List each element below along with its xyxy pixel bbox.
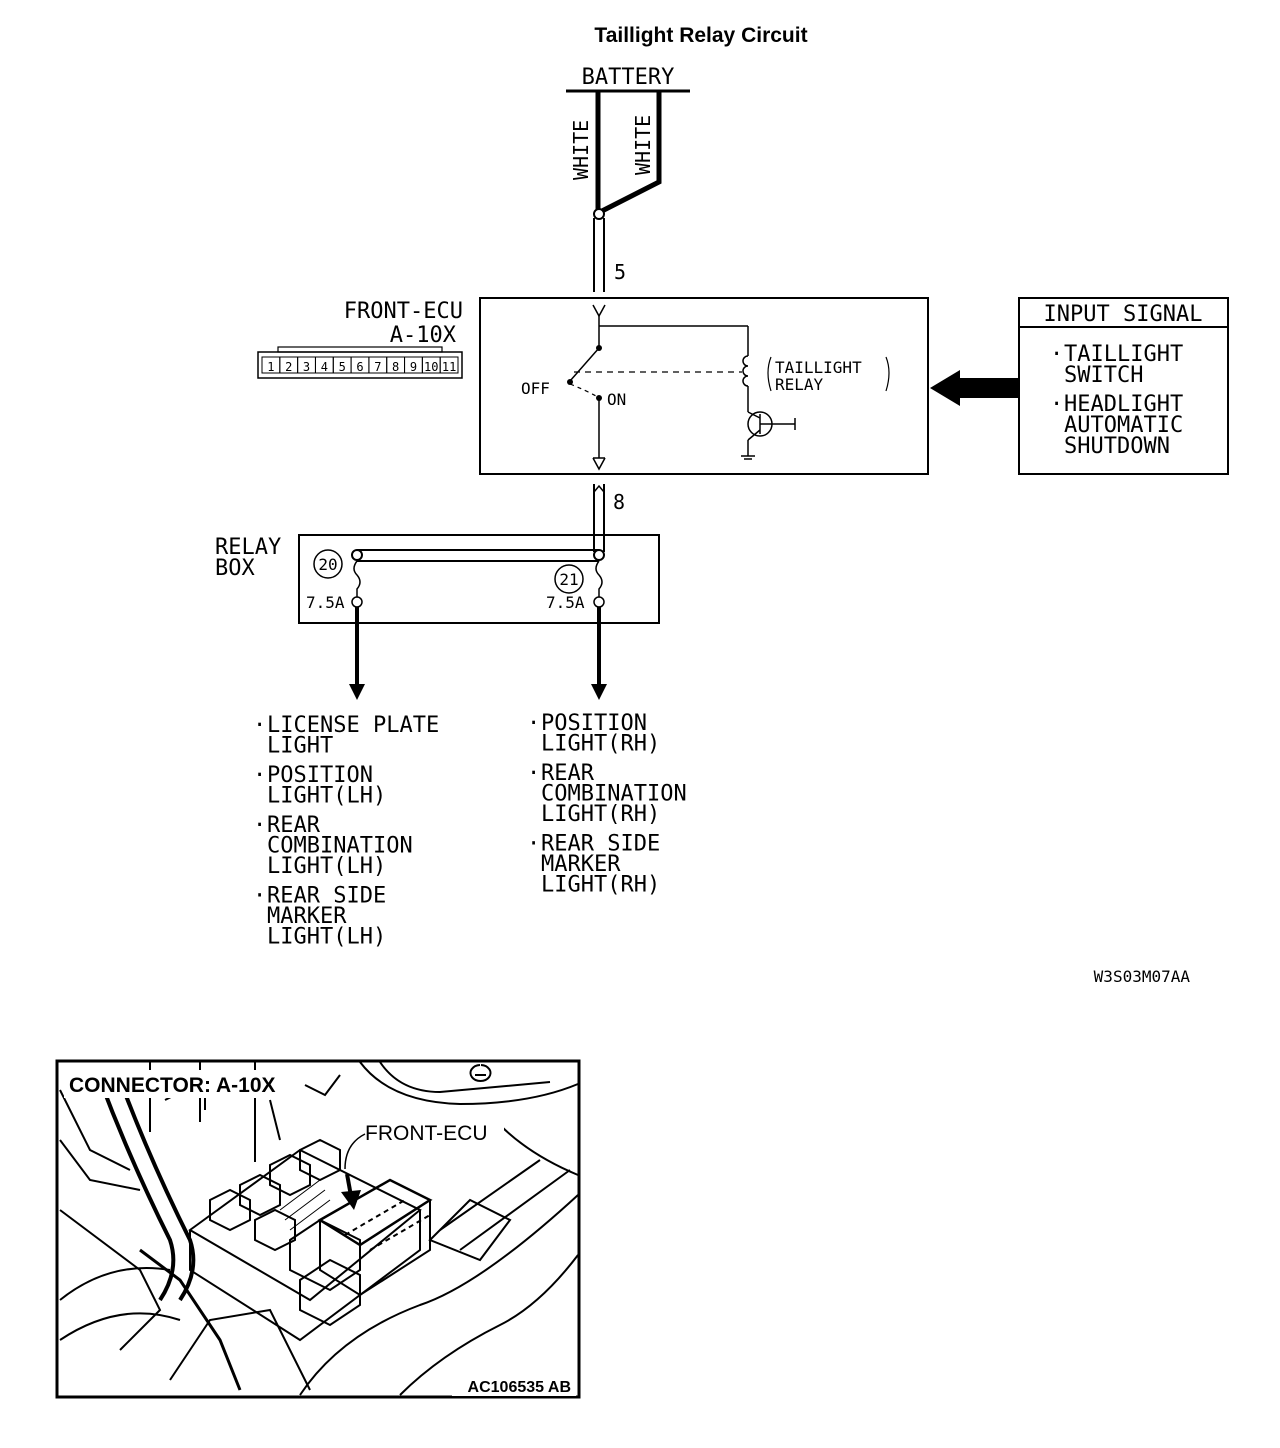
output-item-text: REAR <box>267 813 321 838</box>
input-arrow <box>930 370 1020 406</box>
input-signal-header: INPUT SIGNAL <box>1044 302 1203 327</box>
relay-coil <box>742 355 749 387</box>
photo-callout: FRONT-ECU <box>365 1122 488 1145</box>
wire-color-left: WHITE <box>569 120 593 180</box>
relay-label-line-2: RELAY <box>775 375 824 394</box>
pin-number-8: 8 <box>613 490 625 514</box>
output-item-text: POSITION <box>267 763 373 788</box>
output-item-text: MARKER <box>267 904 347 929</box>
output-item-text: LIGHT(LH) <box>267 784 386 809</box>
diagram-code: W3S03M07AA <box>1094 967 1191 986</box>
output-bullet: · <box>253 713 266 738</box>
connector-pin-number: 7 <box>374 360 381 374</box>
wire-8-group: 8 <box>593 484 625 552</box>
relay-label-line-1: TAILLIGHT <box>775 358 862 377</box>
connector-pin-number: 10 <box>424 360 438 374</box>
output-item-text: COMBINATION <box>267 834 413 859</box>
ecu-name: FRONT-ECU <box>344 299 463 324</box>
switch-on-label: ON <box>607 390 626 409</box>
output-bullet: · <box>253 763 266 788</box>
output-item-text: MARKER <box>541 852 621 877</box>
relay-switch-blade <box>569 347 600 382</box>
output-list-right: ·POSITIONLIGHT(RH)·REARCOMBINATIONLIGHT(… <box>527 711 687 898</box>
pin-number-5: 5 <box>614 260 626 284</box>
connector-pin-cell <box>439 356 459 374</box>
photo-pointer-arrow <box>341 1173 361 1210</box>
connector-pin-number: 11 <box>442 360 456 374</box>
output-bullet: · <box>527 761 540 786</box>
output-bullet: · <box>527 832 540 857</box>
input-signal-text: SWITCH <box>1064 363 1143 388</box>
photo-code: AC106535 AB <box>468 1379 571 1396</box>
output-item-text: LIGHT <box>267 734 333 759</box>
ecu-connector-id: A-10X <box>390 323 457 348</box>
photo-heading: CONNECTOR: A-10X <box>69 1074 276 1097</box>
connector-pin-number: 9 <box>410 360 417 374</box>
output-item-text: LIGHT(RH) <box>541 873 660 898</box>
diagram-title: Taillight Relay Circuit <box>594 24 807 47</box>
connector-photo: CONNECTOR: A-10X FRONT-ECU AC106535 AB <box>55 1059 581 1399</box>
input-signal-text: SHUTDOWN <box>1064 434 1170 459</box>
switch-off-label: OFF <box>521 379 550 398</box>
relay-box-label-1: RELAY <box>215 535 281 560</box>
input-signal-text: TAILLIGHT <box>1064 342 1183 367</box>
output-list-left: ·LICENSE PLATELIGHT·POSITIONLIGHT(LH)·RE… <box>253 713 439 950</box>
connector-pin-number: 2 <box>285 360 292 374</box>
output-item-text: LIGHT(LH) <box>267 854 386 879</box>
output-item-text: POSITION <box>541 711 647 736</box>
input-signal-box: INPUT SIGNAL ·TAILLIGHTSWITCH·HEADLIGHTA… <box>1018 297 1229 475</box>
output-item-text: LIGHT(RH) <box>541 802 660 827</box>
connector-pin-number: 5 <box>339 360 346 374</box>
fuse-21-symbol <box>595 560 603 597</box>
output-item-text: COMBINATION <box>541 782 687 807</box>
output-item-text: LIGHT(RH) <box>541 732 660 757</box>
connector-pin-number: 1 <box>267 360 274 374</box>
input-signal-bullet: · <box>1050 342 1063 367</box>
fuse-21-number: 21 <box>559 570 578 589</box>
relay-box-label-2: BOX <box>215 556 255 581</box>
battery-label: BATTERY <box>582 65 675 90</box>
fuse-20-badge <box>313 549 343 579</box>
input-signal-text: HEADLIGHT <box>1064 392 1183 417</box>
splice-point <box>593 208 605 220</box>
output-bullet: · <box>253 813 266 838</box>
output-item-text: LIGHT(LH) <box>267 925 386 950</box>
output-bullet: · <box>527 711 540 736</box>
output-bullet: · <box>253 884 266 909</box>
connector-pin-number: 3 <box>303 360 310 374</box>
input-signal-list: ·TAILLIGHTSWITCH·HEADLIGHTAUTOMATICSHUTD… <box>1050 342 1183 459</box>
output-item-text: REAR SIDE <box>267 884 386 909</box>
output-item-text: LICENSE PLATE <box>267 713 439 738</box>
ecu-box: TAILLIGHT RELAY OFF ON <box>479 297 929 475</box>
connector-pin-number: 8 <box>392 360 399 374</box>
battery-group: BATTERY WHITE WHITE 5 <box>566 65 690 292</box>
fuse-20-symbol <box>353 560 361 597</box>
output-item-text: REAR <box>541 761 595 786</box>
battery-wire-right <box>598 92 662 215</box>
output-item-text: REAR SIDE <box>541 832 660 857</box>
fuse-20-number: 20 <box>318 555 337 574</box>
connector-pin-number: 4 <box>321 360 328 374</box>
fuse-20-rating: 7.5A <box>306 593 345 612</box>
wire-color-right: WHITE <box>631 115 655 175</box>
input-signal-text: AUTOMATIC <box>1064 413 1183 438</box>
relay-box: RELAY BOX 20 21 7.5A 7.5A <box>215 534 660 700</box>
fuse-21-badge <box>554 564 584 594</box>
input-signal-bullet: · <box>1050 392 1063 417</box>
fuse-21-rating: 7.5A <box>546 593 585 612</box>
connector-pin-number: 6 <box>356 360 363 374</box>
